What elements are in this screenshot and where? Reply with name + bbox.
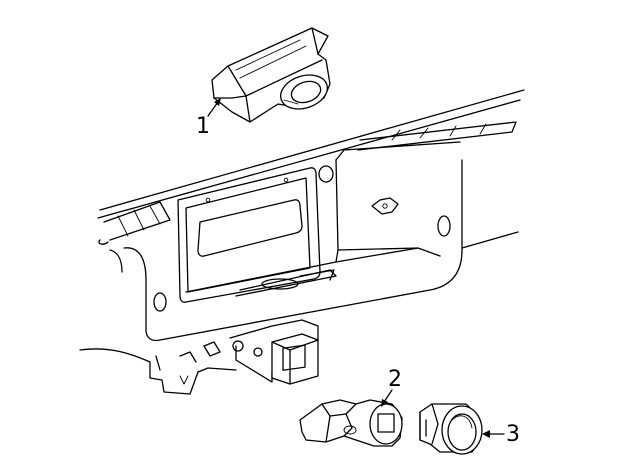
hitch-receiver [179, 319, 319, 385]
callout-1-arrow [207, 98, 221, 117]
part-2-sensor [299, 399, 403, 447]
callout-2-arrow [381, 389, 393, 407]
tailgate-assembly [79, 89, 525, 395]
callout-3-arrow [482, 430, 505, 438]
callout-3: 3 [506, 422, 520, 447]
callout-1: 1 [196, 114, 210, 139]
part-3-retainer [419, 403, 483, 455]
callout-2: 2 [388, 367, 402, 392]
part-1-camera [211, 27, 331, 123]
